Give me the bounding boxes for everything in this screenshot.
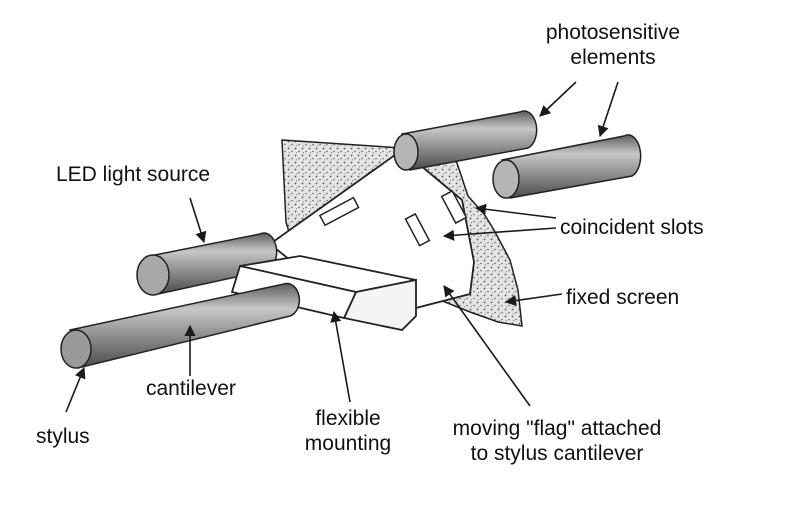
cantilever-rod xyxy=(60,282,301,369)
label-stylus: stylus xyxy=(36,425,90,448)
photosensitive-element-2 xyxy=(492,134,642,199)
label-fixed-screen: fixed screen xyxy=(566,286,680,309)
label-photosensitive-elements: photosensitive elements xyxy=(545,21,681,69)
label-moving-flag: moving "flag" attached to stylus cantile… xyxy=(452,417,662,465)
label-led-light-source: LED light source xyxy=(56,163,211,186)
label-coincident-slots: coincident slots xyxy=(560,216,704,239)
leader-lines xyxy=(65,81,619,413)
photosensitive-element-1 xyxy=(393,110,538,171)
slot-flag-1 xyxy=(318,196,360,227)
slot-screen xyxy=(440,189,468,225)
slot-flag-2 xyxy=(404,212,431,247)
led-light-source xyxy=(136,232,278,296)
label-flexible-mounting: flexible mounting xyxy=(304,407,392,455)
label-cantilever: cantilever xyxy=(146,377,236,400)
